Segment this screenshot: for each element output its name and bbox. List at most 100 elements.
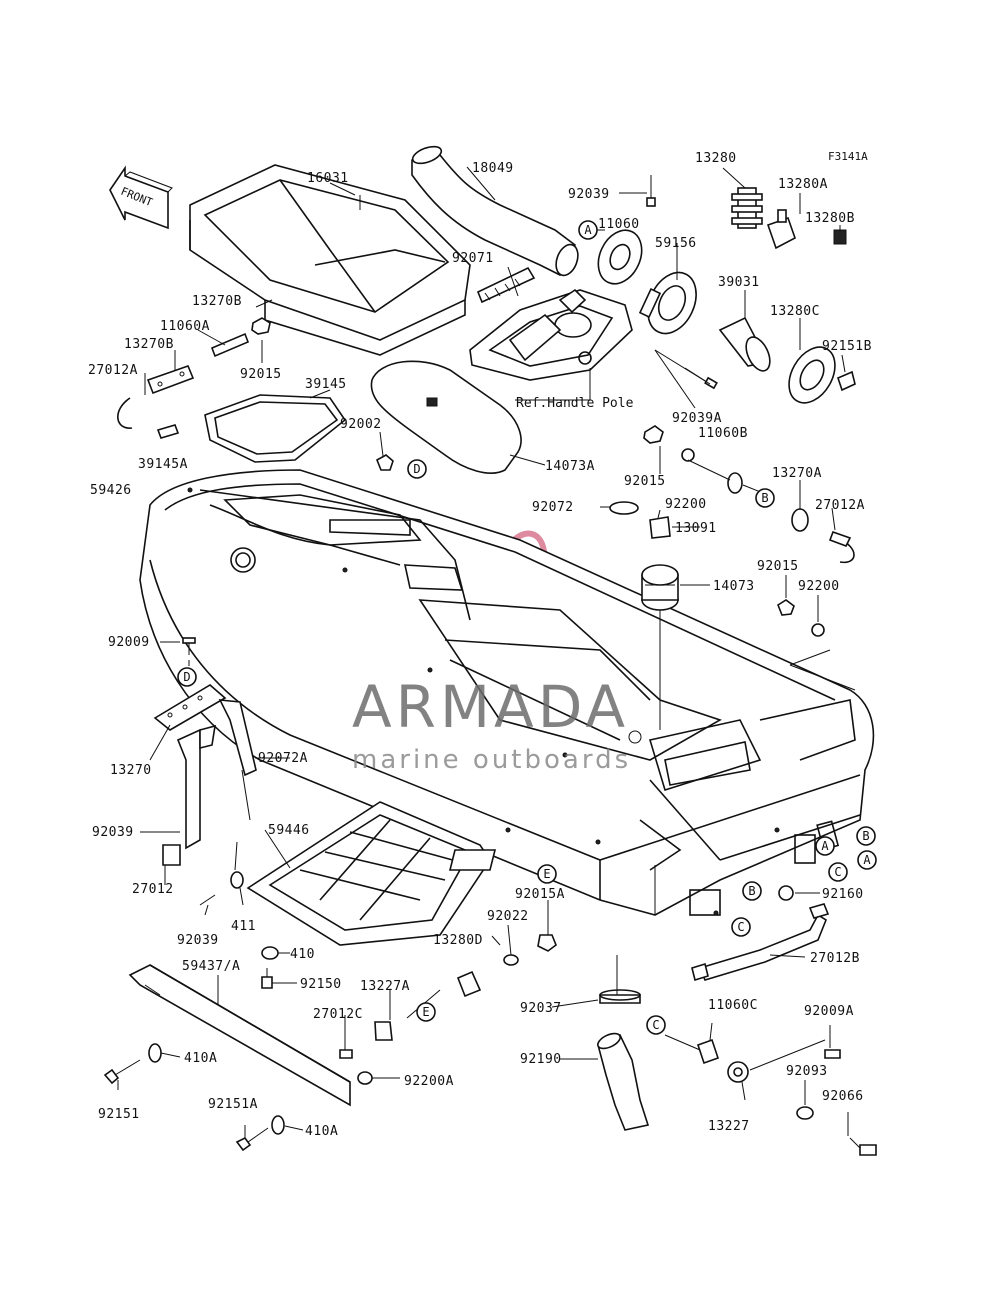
watermark-tagline: marine outboards (352, 745, 631, 775)
callout-a: A (578, 220, 598, 240)
callout-letter: B (862, 829, 869, 843)
callout-letter: C (737, 920, 744, 934)
part-number-label: 92150 (300, 977, 342, 992)
callout-d: D (407, 459, 427, 479)
callout-letter: D (413, 462, 420, 476)
part-number-label: 92151B (822, 339, 872, 354)
callout-c: C (731, 917, 751, 937)
callout-circle (828, 862, 848, 882)
ride-plate-rails (128, 964, 351, 1107)
part-number-label: 92093 (786, 1064, 828, 1079)
strap-92072a-left (176, 724, 216, 850)
part-number-label: 410A (184, 1051, 217, 1066)
callout-circle (856, 826, 876, 846)
pin-part (156, 424, 180, 439)
washer-92093 (796, 1106, 814, 1120)
part-number-label: 39145 (305, 377, 347, 392)
part-number-label: 92039A (672, 411, 722, 426)
screw-92150 (261, 968, 273, 989)
part-number-label: 16031 (307, 171, 349, 186)
part-number-label: 92151 (98, 1107, 140, 1122)
part-number-label: 13270A (772, 466, 822, 481)
gasket-11060 (597, 229, 643, 285)
drain-plug-13227 (727, 1061, 749, 1083)
callout-b: B (742, 881, 762, 901)
part-number-label: 27012A (815, 498, 865, 513)
washer-92160 (778, 885, 794, 901)
callout-letter: A (863, 853, 871, 867)
intake-grate (246, 801, 497, 946)
part-number-label: 411 (231, 919, 256, 934)
washer-92022 (503, 954, 519, 966)
part-number-label: 410A (305, 1124, 338, 1139)
callout-circle (177, 667, 197, 687)
part-number-label: 13280A (778, 177, 828, 192)
nut-92015-c (777, 599, 795, 616)
part-number-label: 11060C (708, 998, 758, 1013)
part-number-label: 13280B (805, 211, 855, 226)
bolt-92009a (824, 1049, 841, 1059)
vent-59156 (638, 271, 697, 335)
plate-13270 (153, 684, 227, 731)
hose-clamp-92037 (599, 989, 641, 1004)
part-number-label: 13227A (360, 979, 410, 994)
part-number-label: 39031 (718, 275, 760, 290)
washer-11060b (681, 448, 695, 462)
part-number-label: 11060B (698, 426, 748, 441)
callout-letter: A (584, 223, 592, 237)
callout-letter: E (543, 867, 550, 881)
part-number-label: 92072A (258, 751, 308, 766)
part-number-label: 92200A (404, 1074, 454, 1089)
part-number-label: 13091 (675, 521, 717, 536)
gasket-39145 (204, 394, 347, 463)
ref-handle-pole-note: Ref.Handle Pole (516, 396, 634, 411)
callout-circle (407, 459, 427, 479)
part-number-label: 59437/A (182, 959, 240, 974)
callout-e: E (537, 864, 557, 884)
hull (139, 469, 875, 916)
callout-circle (537, 864, 557, 884)
callout-b: B (856, 826, 876, 846)
hose-92190 (597, 1032, 650, 1131)
clamp-13280a (766, 209, 796, 250)
callout-letter: E (422, 1005, 429, 1019)
part-number-label: 27012A (88, 363, 138, 378)
leader-lines (117, 166, 856, 1138)
part-number-label: 92002 (340, 417, 382, 432)
part-number-label: 13280 (695, 151, 737, 166)
diagram-code: F3141A (828, 150, 868, 163)
strap-11060a (210, 332, 250, 358)
bolt-92151b (837, 370, 856, 392)
callout-circle (578, 220, 598, 240)
part-number-label: 92015 (624, 474, 666, 489)
part-number-label: 13270 (110, 763, 152, 778)
plug-92066 (849, 1137, 877, 1156)
part-number-label: 92022 (487, 909, 529, 924)
washer-410a-b (271, 1115, 285, 1135)
callout-a: A (815, 836, 835, 856)
part-number-label: 59426 (90, 483, 132, 498)
washer-410a (148, 1043, 162, 1063)
part-number-labels: 1603118049920391328013280A13280B11060591… (88, 151, 872, 1139)
callout-letter: D (183, 670, 190, 684)
part-number-label: 11060 (598, 217, 640, 232)
clamp-13227a (374, 1021, 393, 1041)
nut-92002 (375, 454, 394, 471)
part-number-label: 13270B (124, 337, 174, 352)
callout-circle (815, 836, 835, 856)
part-number-label: 11060A (160, 319, 210, 334)
part-number-label: 59156 (655, 236, 697, 251)
part-number-label: 13227 (708, 1119, 750, 1134)
washer-410 (261, 946, 279, 960)
callout-letter: C (834, 865, 841, 879)
strap-92072a-right (218, 699, 257, 777)
clamp-13280 (731, 187, 763, 229)
callout-circle (742, 881, 762, 901)
callout-c: C (646, 1015, 666, 1035)
clamp-27012c (456, 970, 482, 998)
callout-circle (857, 850, 877, 870)
screw-92039 (646, 175, 656, 207)
part-number-label: 92160 (822, 887, 864, 902)
hose-27012b (691, 903, 830, 982)
